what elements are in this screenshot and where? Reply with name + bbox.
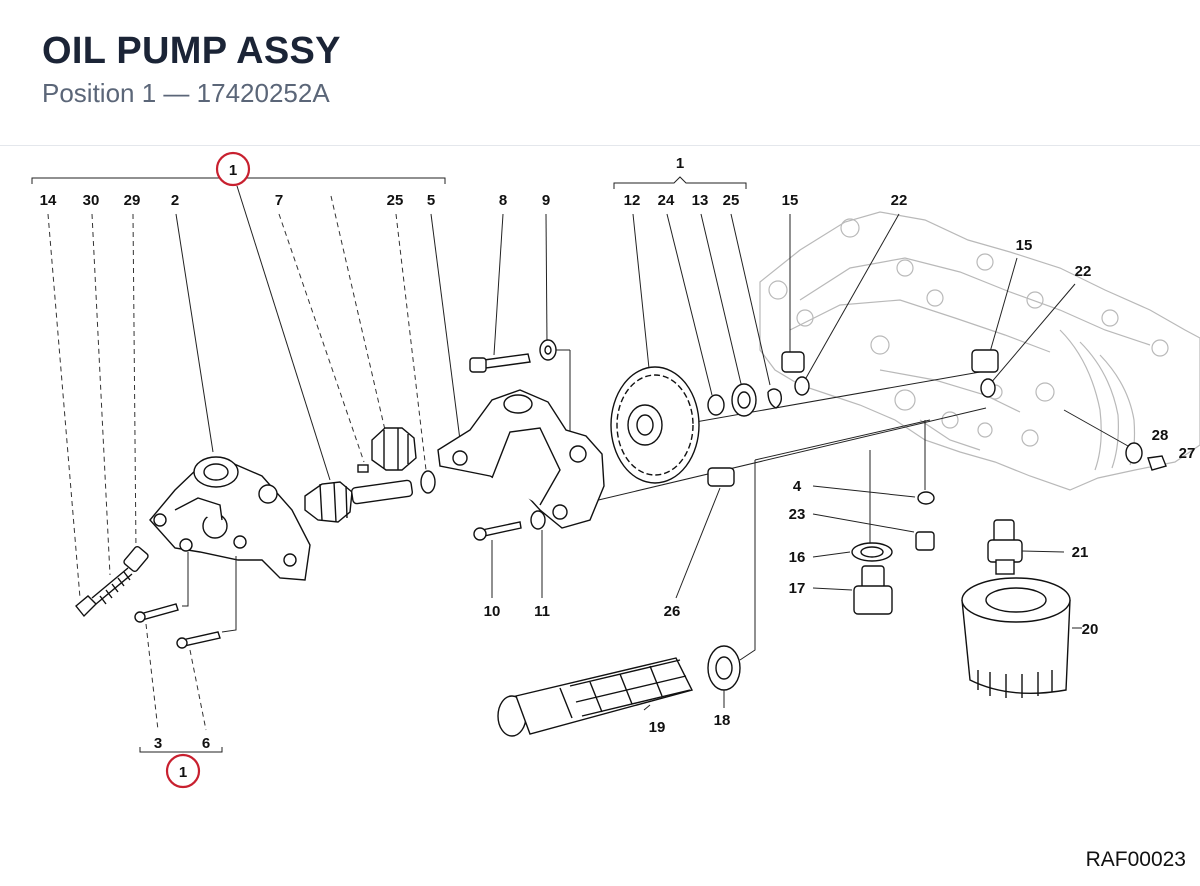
callout-14: 14 [40, 192, 57, 209]
callouts-bottom: 28 27 4 23 16 17 21 20 10 11 26 19 18 3 … [154, 427, 1196, 752]
callout-18: 18 [714, 712, 731, 729]
engine-case-outline [759, 211, 1200, 491]
group-badge-bottom-text: 1 [179, 764, 187, 781]
callout-22b: 22 [1075, 263, 1092, 280]
callout-23: 23 [789, 506, 806, 523]
callout-2: 2 [171, 192, 179, 209]
callout-5: 5 [427, 192, 435, 209]
exploded-parts-diagram: 1 1 14 30 29 2 7 25 5 8 9 12 24 13 25 15… [31, 151, 1200, 789]
drain-parts [851, 491, 935, 615]
relief-valve [75, 545, 149, 618]
group-bracket-right: 1 [613, 155, 747, 189]
callout-10: 10 [484, 603, 501, 620]
callout-12: 12 [624, 192, 641, 209]
callout-15b: 15 [1016, 237, 1033, 254]
callout-19: 19 [649, 719, 666, 736]
callout-11: 11 [534, 603, 550, 620]
subtitle-separator: — [163, 78, 190, 108]
callout-25a: 25 [387, 192, 404, 209]
bushing-15b [971, 349, 999, 398]
pump-housing [437, 389, 605, 529]
oil-strainer [497, 645, 741, 737]
bushing-15a [781, 351, 810, 396]
callout-15a: 15 [782, 192, 799, 209]
callout-13: 13 [692, 192, 709, 209]
oil-filter [961, 577, 1071, 698]
group-badge-bottom [165, 753, 201, 789]
pump-gear-drive [357, 427, 417, 473]
page-title: OIL PUMP ASSY [42, 30, 341, 72]
callout-7: 7 [275, 192, 283, 209]
reference-code: RAF00023 [1085, 848, 1186, 871]
leader-lines-bottom [145, 485, 1082, 731]
callout-8: 8 [499, 192, 507, 209]
position-label: Position 1 [42, 78, 157, 108]
callout-9: 9 [542, 192, 550, 209]
group-badge-top [215, 151, 251, 187]
group-bracket-bottom: 1 [139, 747, 223, 789]
callout-6: 6 [202, 735, 210, 752]
callout-17: 17 [789, 580, 806, 597]
group-bracket-left: 1 [31, 151, 446, 187]
leader-lines [47, 185, 1129, 661]
pump-circlip [420, 470, 436, 494]
header: OIL PUMP ASSY Position 1 — 17420252A [0, 0, 1200, 146]
pump-screws-left [134, 603, 221, 649]
callout-3: 3 [154, 735, 162, 752]
callout-27: 27 [1179, 445, 1196, 462]
callout-29: 29 [124, 192, 141, 209]
part-number: 17420252A [196, 78, 330, 108]
callout-30: 30 [83, 192, 100, 209]
callout-16: 16 [789, 549, 806, 566]
group-badge-top-text: 1 [229, 162, 237, 179]
callout-4: 4 [793, 478, 802, 495]
filter-fitting [987, 519, 1023, 575]
callout-25b: 25 [723, 192, 740, 209]
callout-20: 20 [1082, 621, 1099, 638]
callout-21: 21 [1072, 544, 1089, 561]
pump-housing-bolts [469, 339, 557, 541]
bushing-26 [707, 467, 735, 487]
callout-26: 26 [664, 603, 681, 620]
callout-24: 24 [658, 192, 675, 209]
pump-cover [149, 456, 311, 581]
plug-27-28 [1125, 442, 1167, 471]
pump-gear-driven [304, 479, 414, 523]
gear-shims [707, 383, 783, 417]
page-subtitle: Position 1 — 17420252A [42, 78, 330, 109]
pump-drive-gear [610, 366, 700, 484]
callouts-top: 14 30 29 2 7 25 5 8 9 12 24 13 25 15 22 … [40, 192, 1092, 280]
group-label-right: 1 [676, 155, 684, 172]
callout-22a: 22 [891, 192, 908, 209]
callout-28: 28 [1152, 427, 1169, 444]
